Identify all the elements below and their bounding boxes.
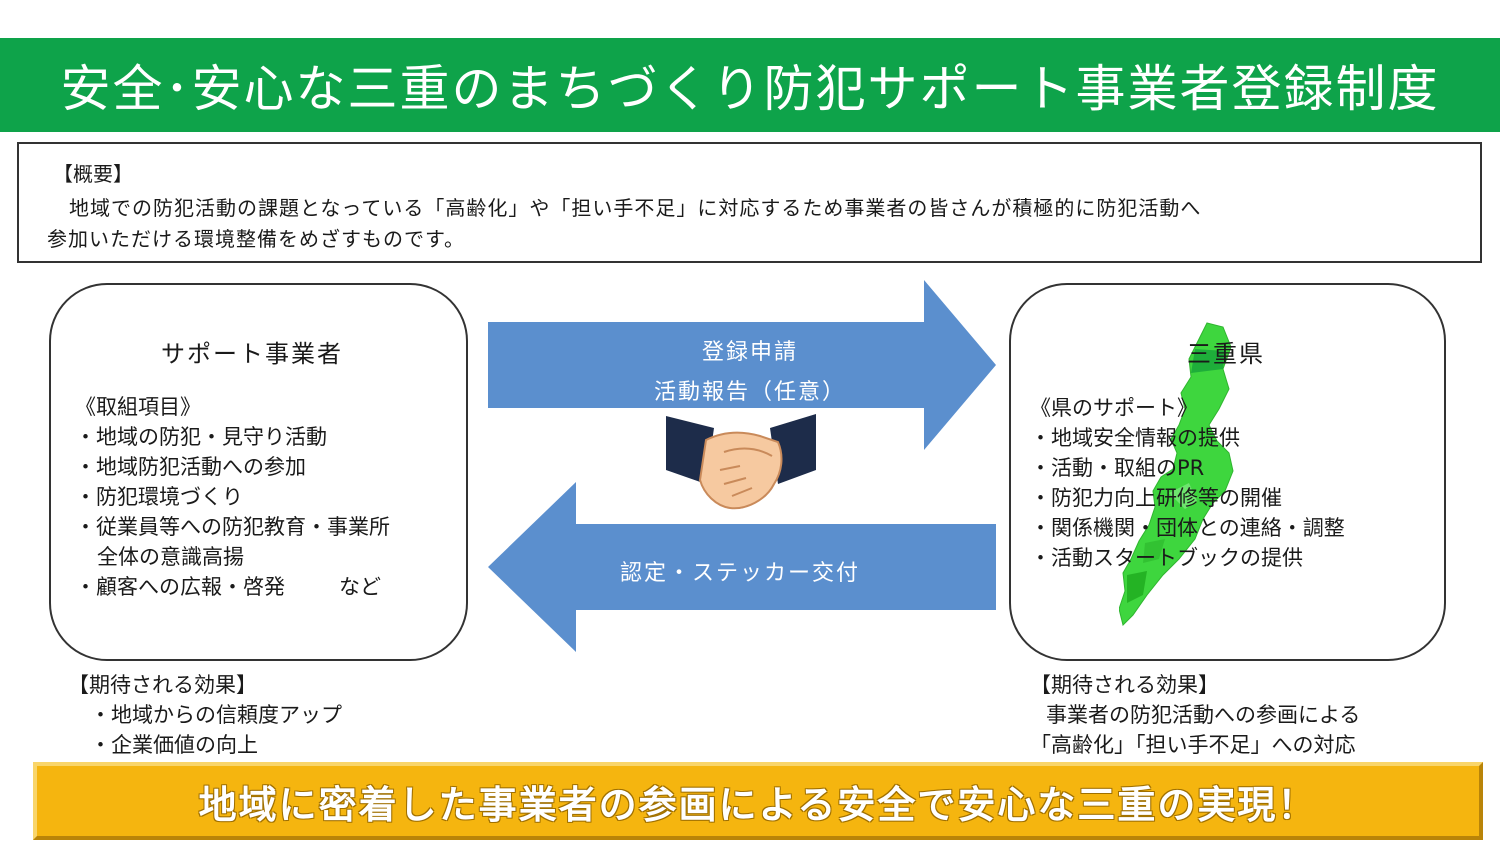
items-heading: 《県のサポート》	[1030, 396, 1198, 420]
list-item-etc: など	[339, 575, 381, 599]
overview-box: 【概要】 地域での防犯活動の課題となっている「高齢化」や「担い手不足」に対応する…	[17, 142, 1482, 263]
list-item: ・顧客への広報・啓発	[75, 575, 285, 599]
items-heading: 《取組項目》	[75, 395, 201, 419]
list-item: ・防犯環境づくり	[75, 485, 243, 509]
arrow-left-label: 認定・ステッカー交付	[619, 561, 860, 586]
list-item: ・防犯力向上研修等の開催	[1030, 486, 1282, 510]
list-item: ・地域安全情報の提供	[1030, 426, 1240, 450]
slogan-banner: 地域に密着した事業者の参画による安全で安心な三重の実現！	[33, 762, 1483, 840]
arrow-right	[488, 280, 996, 450]
list-item: ・活動スタートブックの提供	[1030, 546, 1303, 570]
effects-right: 【期待される効果】 事業者の防犯活動への参画による 「高齢化」「担い手不足」への…	[1030, 670, 1360, 760]
effects-heading: 【期待される効果】	[68, 673, 257, 697]
support-business-panel: サポート事業者 《取組項目》 ・地域の防犯・見守り活動 ・地域防犯活動への参加 …	[49, 283, 468, 661]
support-business-items: 《取組項目》 ・地域の防犯・見守り活動 ・地域防犯活動への参加 ・防犯環境づくり…	[75, 392, 390, 602]
prefecture-items: 《県のサポート》 ・地域安全情報の提供 ・活動・取組のPR ・防犯力向上研修等の…	[1030, 393, 1345, 573]
overview-text-line1: 地域での防犯活動の課題となっている「高齢化」や「担い手不足」に対応するため事業者…	[69, 196, 1202, 220]
effects-left: 【期待される効果】 ・地域からの信頼度アップ ・企業価値の向上	[68, 670, 342, 760]
list-item: 全体の意識高揚	[97, 545, 244, 569]
list-item-row: ・顧客への広報・啓発 など	[75, 572, 390, 602]
prefecture-panel: 三重県 《県のサポート》 ・地域安全情報の提供 ・活動・取組のPR ・防犯力向上…	[1009, 283, 1446, 661]
support-business-title: サポート事業者	[161, 340, 343, 368]
list-item: ・地域防犯活動への参加	[75, 455, 306, 479]
effects-heading: 【期待される効果】	[1030, 673, 1219, 697]
effects-text-line1: 事業者の防犯活動への参画による	[1046, 703, 1361, 727]
list-item: ・従業員等への防犯教育・事業所	[75, 515, 390, 539]
effects-text-line2: 「高齢化」「担い手不足」への対応	[1030, 733, 1356, 757]
slogan-text: 地域に密着した事業者の参画による安全で安心な三重の実現！	[198, 782, 1318, 827]
title-bar: 安全･安心な三重のまちづくり防犯サポート事業者登録制度	[0, 38, 1500, 132]
activity-report-label: 活動報告（任意）	[653, 380, 846, 405]
mie-prefecture-map-icon	[1119, 322, 1234, 626]
list-item: ・活動・取組のPR	[1030, 456, 1205, 480]
list-item: ・地域の防犯・見守り活動	[75, 425, 327, 449]
list-item: ・地域からの信頼度アップ	[90, 703, 342, 727]
handshake-icon	[666, 414, 816, 510]
overview-heading: 【概要】	[53, 162, 133, 186]
list-item: ・企業価値の向上	[90, 733, 258, 757]
page-title: 安全･安心な三重のまちづくり防犯サポート事業者登録制度	[60, 60, 1440, 118]
arrow-right-label: 登録申請 活動報告（任意）	[600, 334, 900, 406]
registration-application-label: 登録申請	[701, 340, 798, 365]
prefecture-title: 三重県	[1187, 340, 1265, 368]
overview-text-line2: 参加いただける環境整備をめざすものです。	[47, 227, 465, 251]
arrow-left	[488, 482, 996, 652]
list-item: ・関係機関・団体との連絡・調整	[1030, 516, 1345, 540]
